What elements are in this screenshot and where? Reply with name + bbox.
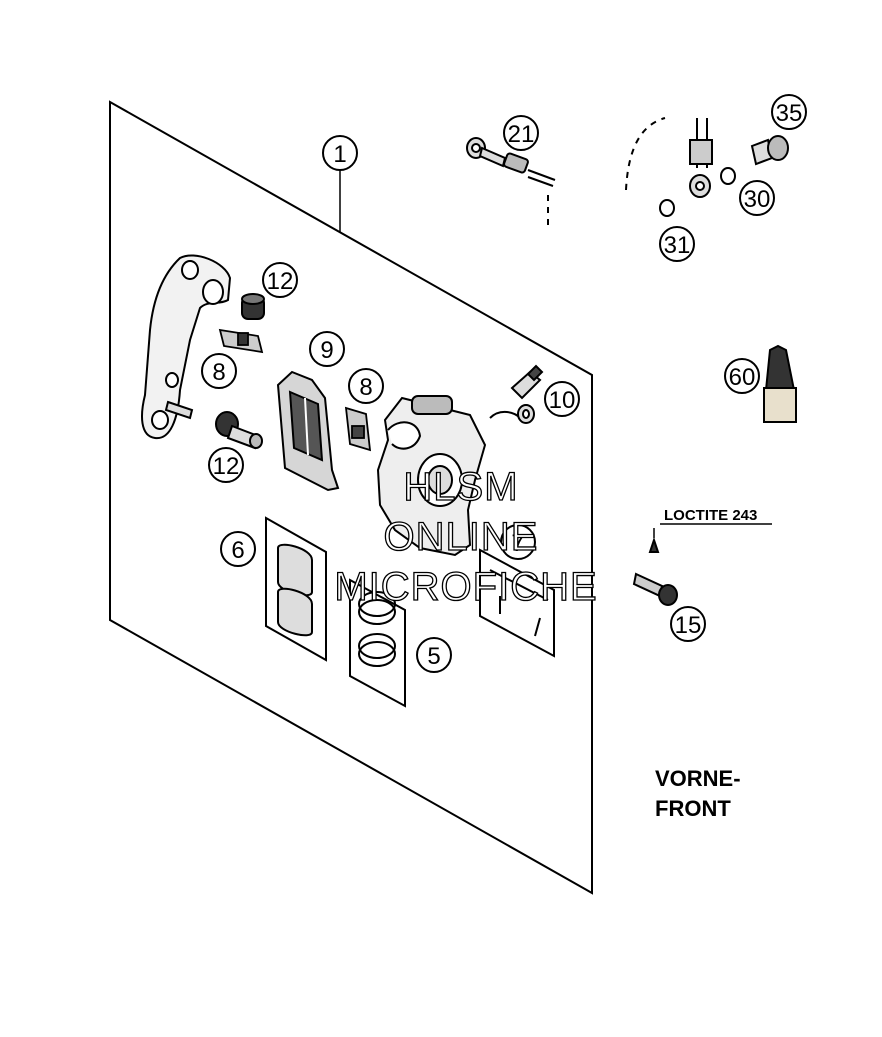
callout-60: 60 bbox=[724, 358, 760, 394]
banjo-hose-fitting bbox=[466, 137, 556, 230]
loctite-bottle bbox=[763, 344, 797, 423]
svg-text:7: 7 bbox=[511, 530, 524, 557]
svg-text:6: 6 bbox=[231, 537, 244, 564]
svg-text:10: 10 bbox=[549, 387, 576, 414]
svg-text:15: 15 bbox=[675, 612, 702, 639]
pin-kit bbox=[479, 548, 555, 658]
svg-text:8: 8 bbox=[359, 374, 372, 401]
callout-10: 10 bbox=[544, 381, 580, 417]
bleeder-valve bbox=[489, 364, 544, 424]
callout-12-upper: 12 bbox=[262, 262, 298, 298]
callout-30: 30 bbox=[739, 180, 775, 216]
svg-text:8: 8 bbox=[212, 359, 225, 386]
washer-31 bbox=[659, 199, 675, 217]
svg-text:1: 1 bbox=[333, 141, 346, 168]
callout-7: 7 bbox=[500, 524, 536, 560]
direction-label-de: VORNE- bbox=[655, 766, 741, 791]
upper-hose-banjo bbox=[625, 117, 713, 198]
svg-text:30: 30 bbox=[744, 186, 771, 213]
callout-31: 31 bbox=[659, 226, 695, 262]
callout-21: 21 bbox=[503, 115, 539, 151]
callout-15: 15 bbox=[670, 606, 706, 642]
svg-text:31: 31 bbox=[664, 232, 691, 259]
washer-30 bbox=[720, 167, 736, 185]
mounting-bolt bbox=[632, 536, 678, 606]
bushing-upper bbox=[241, 293, 265, 320]
loctite-label: LOCTITE 243 bbox=[664, 507, 757, 524]
brake-pad bbox=[276, 370, 340, 492]
watermark-line-3: MICROFICHE bbox=[334, 565, 597, 609]
direction-label-en: FRONT bbox=[655, 796, 731, 821]
callout-8-right: 8 bbox=[348, 368, 384, 404]
svg-text:9: 9 bbox=[320, 337, 333, 364]
callout-6: 6 bbox=[220, 531, 256, 567]
slide-pin bbox=[215, 411, 263, 450]
watermark-line-2: ONLINE bbox=[384, 515, 539, 559]
caliper-housing bbox=[376, 395, 487, 557]
svg-text:12: 12 bbox=[267, 268, 294, 295]
callout-1: 1 bbox=[322, 135, 358, 171]
callout-5: 5 bbox=[416, 637, 452, 673]
retainer-clip-left bbox=[218, 328, 264, 354]
piston-set bbox=[265, 516, 327, 662]
svg-text:35: 35 bbox=[776, 100, 803, 127]
banjo-bolt bbox=[750, 135, 789, 166]
seal-set bbox=[349, 578, 406, 708]
callout-8-left: 8 bbox=[201, 353, 237, 389]
svg-text:5: 5 bbox=[427, 643, 440, 670]
caliper-bracket bbox=[141, 254, 232, 440]
callout-9: 9 bbox=[309, 331, 345, 367]
callout-35: 35 bbox=[771, 94, 807, 130]
svg-text:21: 21 bbox=[508, 121, 535, 148]
callout-12-lower: 12 bbox=[208, 447, 244, 483]
kit-panel bbox=[109, 100, 593, 895]
anti-rattle-spring bbox=[344, 406, 372, 452]
svg-text:12: 12 bbox=[213, 453, 240, 480]
watermark-line-1: HLSM bbox=[403, 465, 518, 509]
svg-text:60: 60 bbox=[729, 364, 756, 391]
